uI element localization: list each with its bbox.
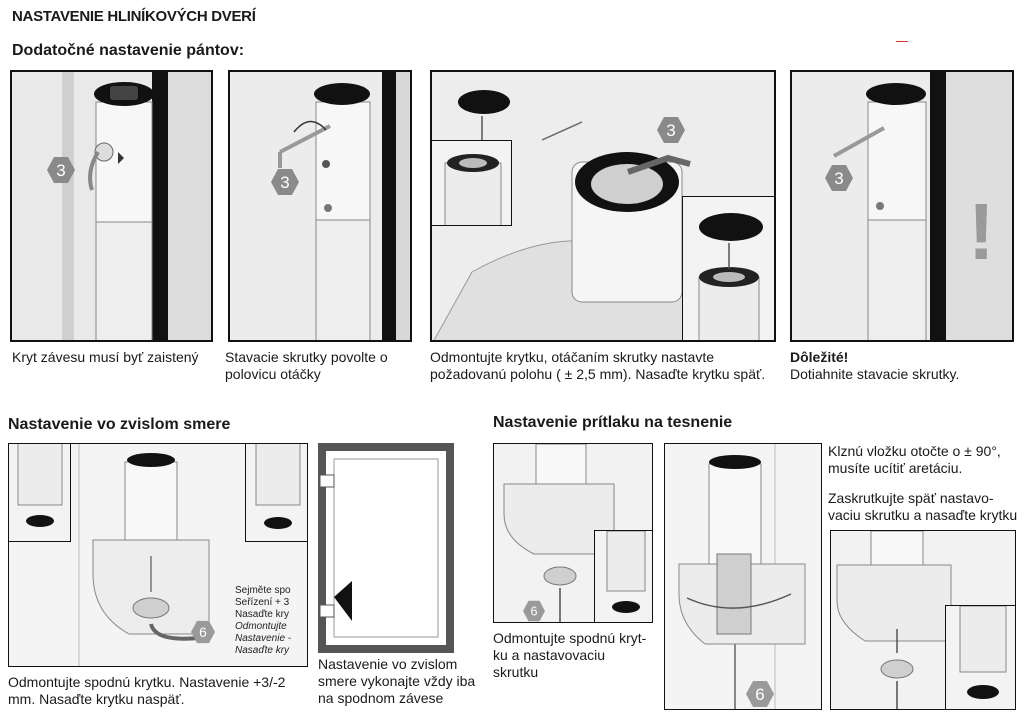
pressure-illustration-1: 6: [493, 443, 653, 623]
pressure-inset-2: [945, 605, 1015, 709]
page-title: NASTAVENIE HLINÍKOVÝCH DVERÍ: [12, 8, 256, 25]
cut-text: Sejměte spo Seřízení + 3 Nasaďte kry Odm…: [235, 585, 292, 656]
vertical-inset-left: [9, 444, 71, 542]
svg-text:3: 3: [56, 161, 65, 180]
step1-caption: Kryt závesu musí byť zaistený: [12, 349, 199, 365]
step-badge-3: 3: [46, 156, 76, 184]
pressure-caption-right-2: Zaskrutkujte späť nastavo-vaciu skrutku …: [828, 490, 1018, 523]
step1-illustration: 3: [10, 70, 213, 342]
vertical-illustration: Sejměte spo Seřízení + 3 Nasaďte kry Odm…: [8, 443, 308, 667]
step3-illustration: 3: [430, 70, 776, 342]
step-badge-6: 6: [189, 620, 217, 644]
step4-caption: Dôležité! Dotiahnite stavacie skrutky.: [790, 349, 1016, 383]
door-frame-diagram: [318, 443, 454, 653]
svg-text:3: 3: [280, 173, 289, 192]
step4-illustration: ! 3: [790, 70, 1014, 342]
step4-caption-bold: Dôležité!: [790, 349, 849, 365]
vertical-inset-right: [245, 444, 307, 542]
page-subtitle: Dodatočné nastavenie pántov:: [12, 42, 245, 59]
svg-text:6: 6: [531, 605, 538, 619]
pressure-inset: [594, 530, 652, 622]
pressure-caption-right-1: Klznú vložku otočte o ± 90°, musíte ucít…: [828, 443, 1001, 476]
step4-caption-text: Dotiahnite stavacie skrutky.: [790, 366, 960, 382]
svg-text:6: 6: [199, 625, 207, 640]
step-badge-6: 6: [745, 680, 775, 708]
step-badge-3: 3: [270, 168, 300, 196]
step-badge-3: 3: [824, 164, 854, 192]
red-mark: [896, 41, 908, 42]
pressure-heading: Nastavenie prítlaku na tesnenie: [493, 414, 733, 431]
svg-text:3: 3: [666, 121, 675, 140]
svg-text:3: 3: [834, 169, 843, 188]
step3-caption: Odmontujte krytku, otáčaním skrutky nast…: [430, 349, 766, 382]
step-badge-3: 3: [656, 116, 686, 144]
svg-text:6: 6: [755, 685, 764, 704]
step3-inset-left: [432, 140, 512, 226]
vertical-caption: Odmontujte spodnú krytku. Nastavenie +3/…: [8, 674, 286, 707]
vertical-heading: Nastavenie vo zvislom smere: [8, 416, 231, 433]
warning-mark: !: [968, 187, 995, 276]
pressure-caption-left: Odmontujte spodnú kryt-ku a nastavovaciu…: [493, 630, 647, 680]
pressure-illustration-2: 6: [664, 443, 822, 710]
pressure-illustration-3: [830, 530, 1016, 710]
step-badge-6: 6: [522, 600, 546, 622]
step2-caption: Stavacie skrutky povolte o polovicu otáč…: [225, 349, 388, 382]
step3-inset-right: [682, 196, 774, 340]
vertical-note: Nastavenie vo zvislom smere vykonajte vž…: [318, 656, 476, 706]
step2-illustration: 3: [228, 70, 412, 342]
